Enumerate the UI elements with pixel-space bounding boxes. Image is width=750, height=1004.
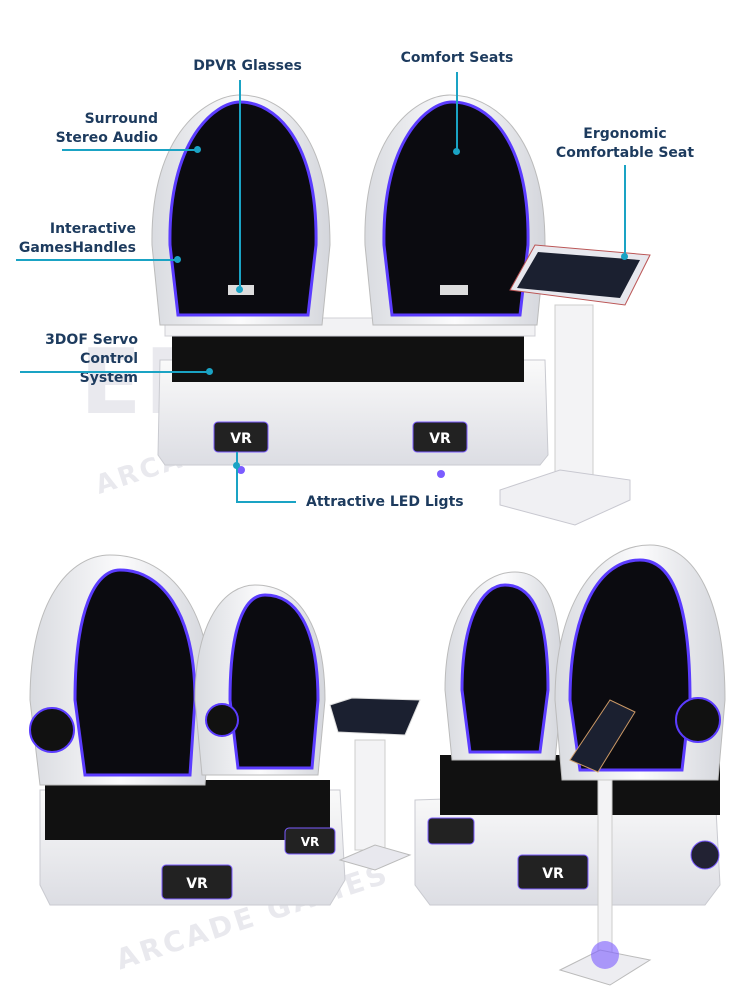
unit-left-bottom: VR VR [29,554,346,906]
leader-dot-surround [194,146,201,153]
servo-line1: 3DOF Servo [45,332,138,348]
surround-line2: Stereo Audio [55,130,158,146]
leader-dot-led [233,462,240,469]
vr-badge: VR [301,835,320,849]
callout-dpvr-glasses: DPVR Glasses [193,58,302,74]
leader-led-horizontal [236,501,296,503]
vr-badge: VR [542,866,564,882]
leader-interactive [16,259,178,261]
leader-dpvr [239,80,241,290]
leader-dot-interactive [174,256,181,263]
vr-badge: VR [230,431,252,447]
tablet-stand-top [499,244,651,526]
callout-surround-audio: Surround Stereo Audio [40,110,158,148]
callout-ergonomic-seat: Ergonomic Comfortable Seat [550,125,700,163]
leader-ergonomic [624,165,626,257]
surround-line1: Surround [84,111,158,127]
leader-dot-comfort [453,148,460,155]
leader-servo [20,371,210,373]
interactive-line2: GamesHandles [18,240,136,256]
leader-dot-ergonomic [621,253,628,260]
leader-comfort [456,72,458,152]
servo-line2: Control System [79,351,138,386]
vr-panel-left-top: VR [213,421,269,453]
leader-led-vertical [236,452,238,502]
leader-dot-servo [206,368,213,375]
callout-comfort-seats: Comfort Seats [400,50,514,66]
vr-panel-right-top: VR [412,421,468,453]
callout-interactive-handles: Interactive GamesHandles [14,220,136,258]
vr-badge: VR [429,431,451,447]
interactive-line1: Interactive [49,221,136,237]
vr-badge: VR [186,876,208,892]
leader-surround [62,149,198,151]
egg-seat-right-top [364,94,546,326]
callout-led-lights: Attractive LED Ligts [306,494,464,510]
ergonomic-line1: Ergonomic [583,126,667,142]
servo-skirt-top [172,330,524,382]
tablet-stand-bottom [329,697,421,871]
callout-servo-system: 3DOF Servo Control System [18,331,138,388]
leader-dot-dpvr [236,286,243,293]
ergonomic-line2: Comfortable Seat [555,145,695,161]
unit-right-bottom: VR [414,544,726,986]
